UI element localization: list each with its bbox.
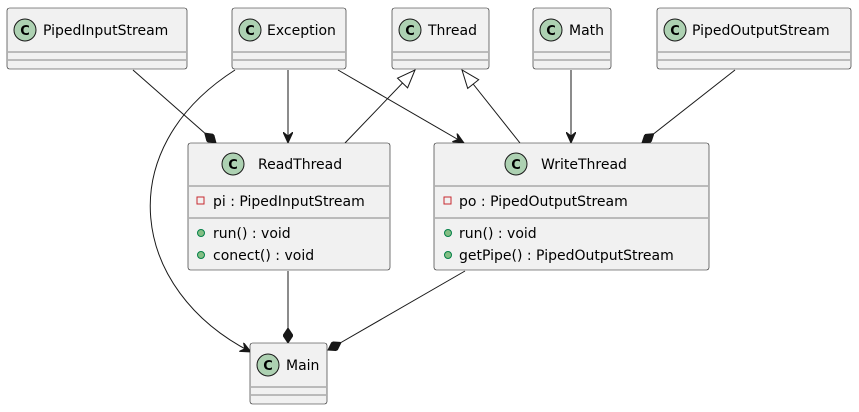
class-stereotype-icon <box>663 18 687 42</box>
edge-pipedoutputstream-writethread-composition <box>642 69 736 143</box>
method-text: run() : void <box>213 226 291 242</box>
class-math[interactable]: C Math <box>532 7 612 70</box>
edge-exception-writethread-dependency <box>337 69 464 143</box>
edge-writethread-thread-inheritance <box>462 70 521 144</box>
edge-readthread-thread-inheritance <box>344 70 415 144</box>
stereotype-letter: C <box>405 24 415 39</box>
edge-layer: ReadThread --> WriteThread --> Main (cur… <box>132 69 736 352</box>
stereotype-letter: C <box>546 24 556 39</box>
public-method-icon <box>444 251 452 259</box>
class-stereotype-icon <box>398 18 422 42</box>
class-name: Thread <box>427 23 477 39</box>
class-thread[interactable]: C Thread <box>391 7 490 70</box>
class-name: ReadThread <box>258 157 342 173</box>
stereotype-letter: C <box>511 158 521 173</box>
class-name: Math <box>569 23 604 39</box>
class-stereotype-icon <box>539 18 563 42</box>
class-name: WriteThread <box>541 157 627 173</box>
private-field-icon <box>196 196 205 205</box>
field-text: po : PipedOutputStream <box>459 194 628 210</box>
method-text: run() : void <box>459 226 537 242</box>
public-method-icon <box>444 229 452 237</box>
stereotype-letter: C <box>245 24 255 39</box>
class-stereotype-icon <box>238 18 262 42</box>
edge-exception-main-dependency <box>149 69 251 352</box>
class-exception[interactable]: C Exception <box>231 7 347 70</box>
stereotype-letter: C <box>20 24 30 39</box>
stereotype-letter: C <box>263 359 273 374</box>
edge-pipedinputstream-readthread-composition <box>132 69 216 143</box>
class-stereotype-icon <box>221 152 245 176</box>
stereotype-letter: C <box>228 158 238 173</box>
edge-writethread-main-composition <box>328 270 466 350</box>
class-pipedinputstream[interactable]: C PipedInputStream <box>6 7 188 70</box>
class-stereotype-icon <box>13 18 37 42</box>
method-text: getPipe() : PipedOutputStream <box>459 248 674 264</box>
method-text: conect() : void <box>213 248 314 264</box>
class-name: Exception <box>267 23 336 39</box>
class-writethread[interactable]: C WriteThread po : PipedOutputStream run… <box>433 142 710 271</box>
stereotype-letter: C <box>670 24 680 39</box>
class-pipedoutputstream[interactable]: C PipedOutputStream <box>656 7 852 70</box>
class-name: PipedInputStream <box>43 23 168 39</box>
class-readthread[interactable]: C ReadThread pi : PipedInputStream run()… <box>187 142 391 271</box>
class-stereotype-icon <box>504 152 528 176</box>
class-name: PipedOutputStream <box>692 23 830 39</box>
class-stereotype-icon <box>256 353 280 377</box>
class-main[interactable]: C Main <box>249 342 328 405</box>
public-method-icon <box>197 229 205 237</box>
class-name: Main <box>286 358 319 374</box>
field-text: pi : PipedInputStream <box>213 194 365 210</box>
public-method-icon <box>197 251 205 259</box>
private-field-icon <box>443 196 452 205</box>
